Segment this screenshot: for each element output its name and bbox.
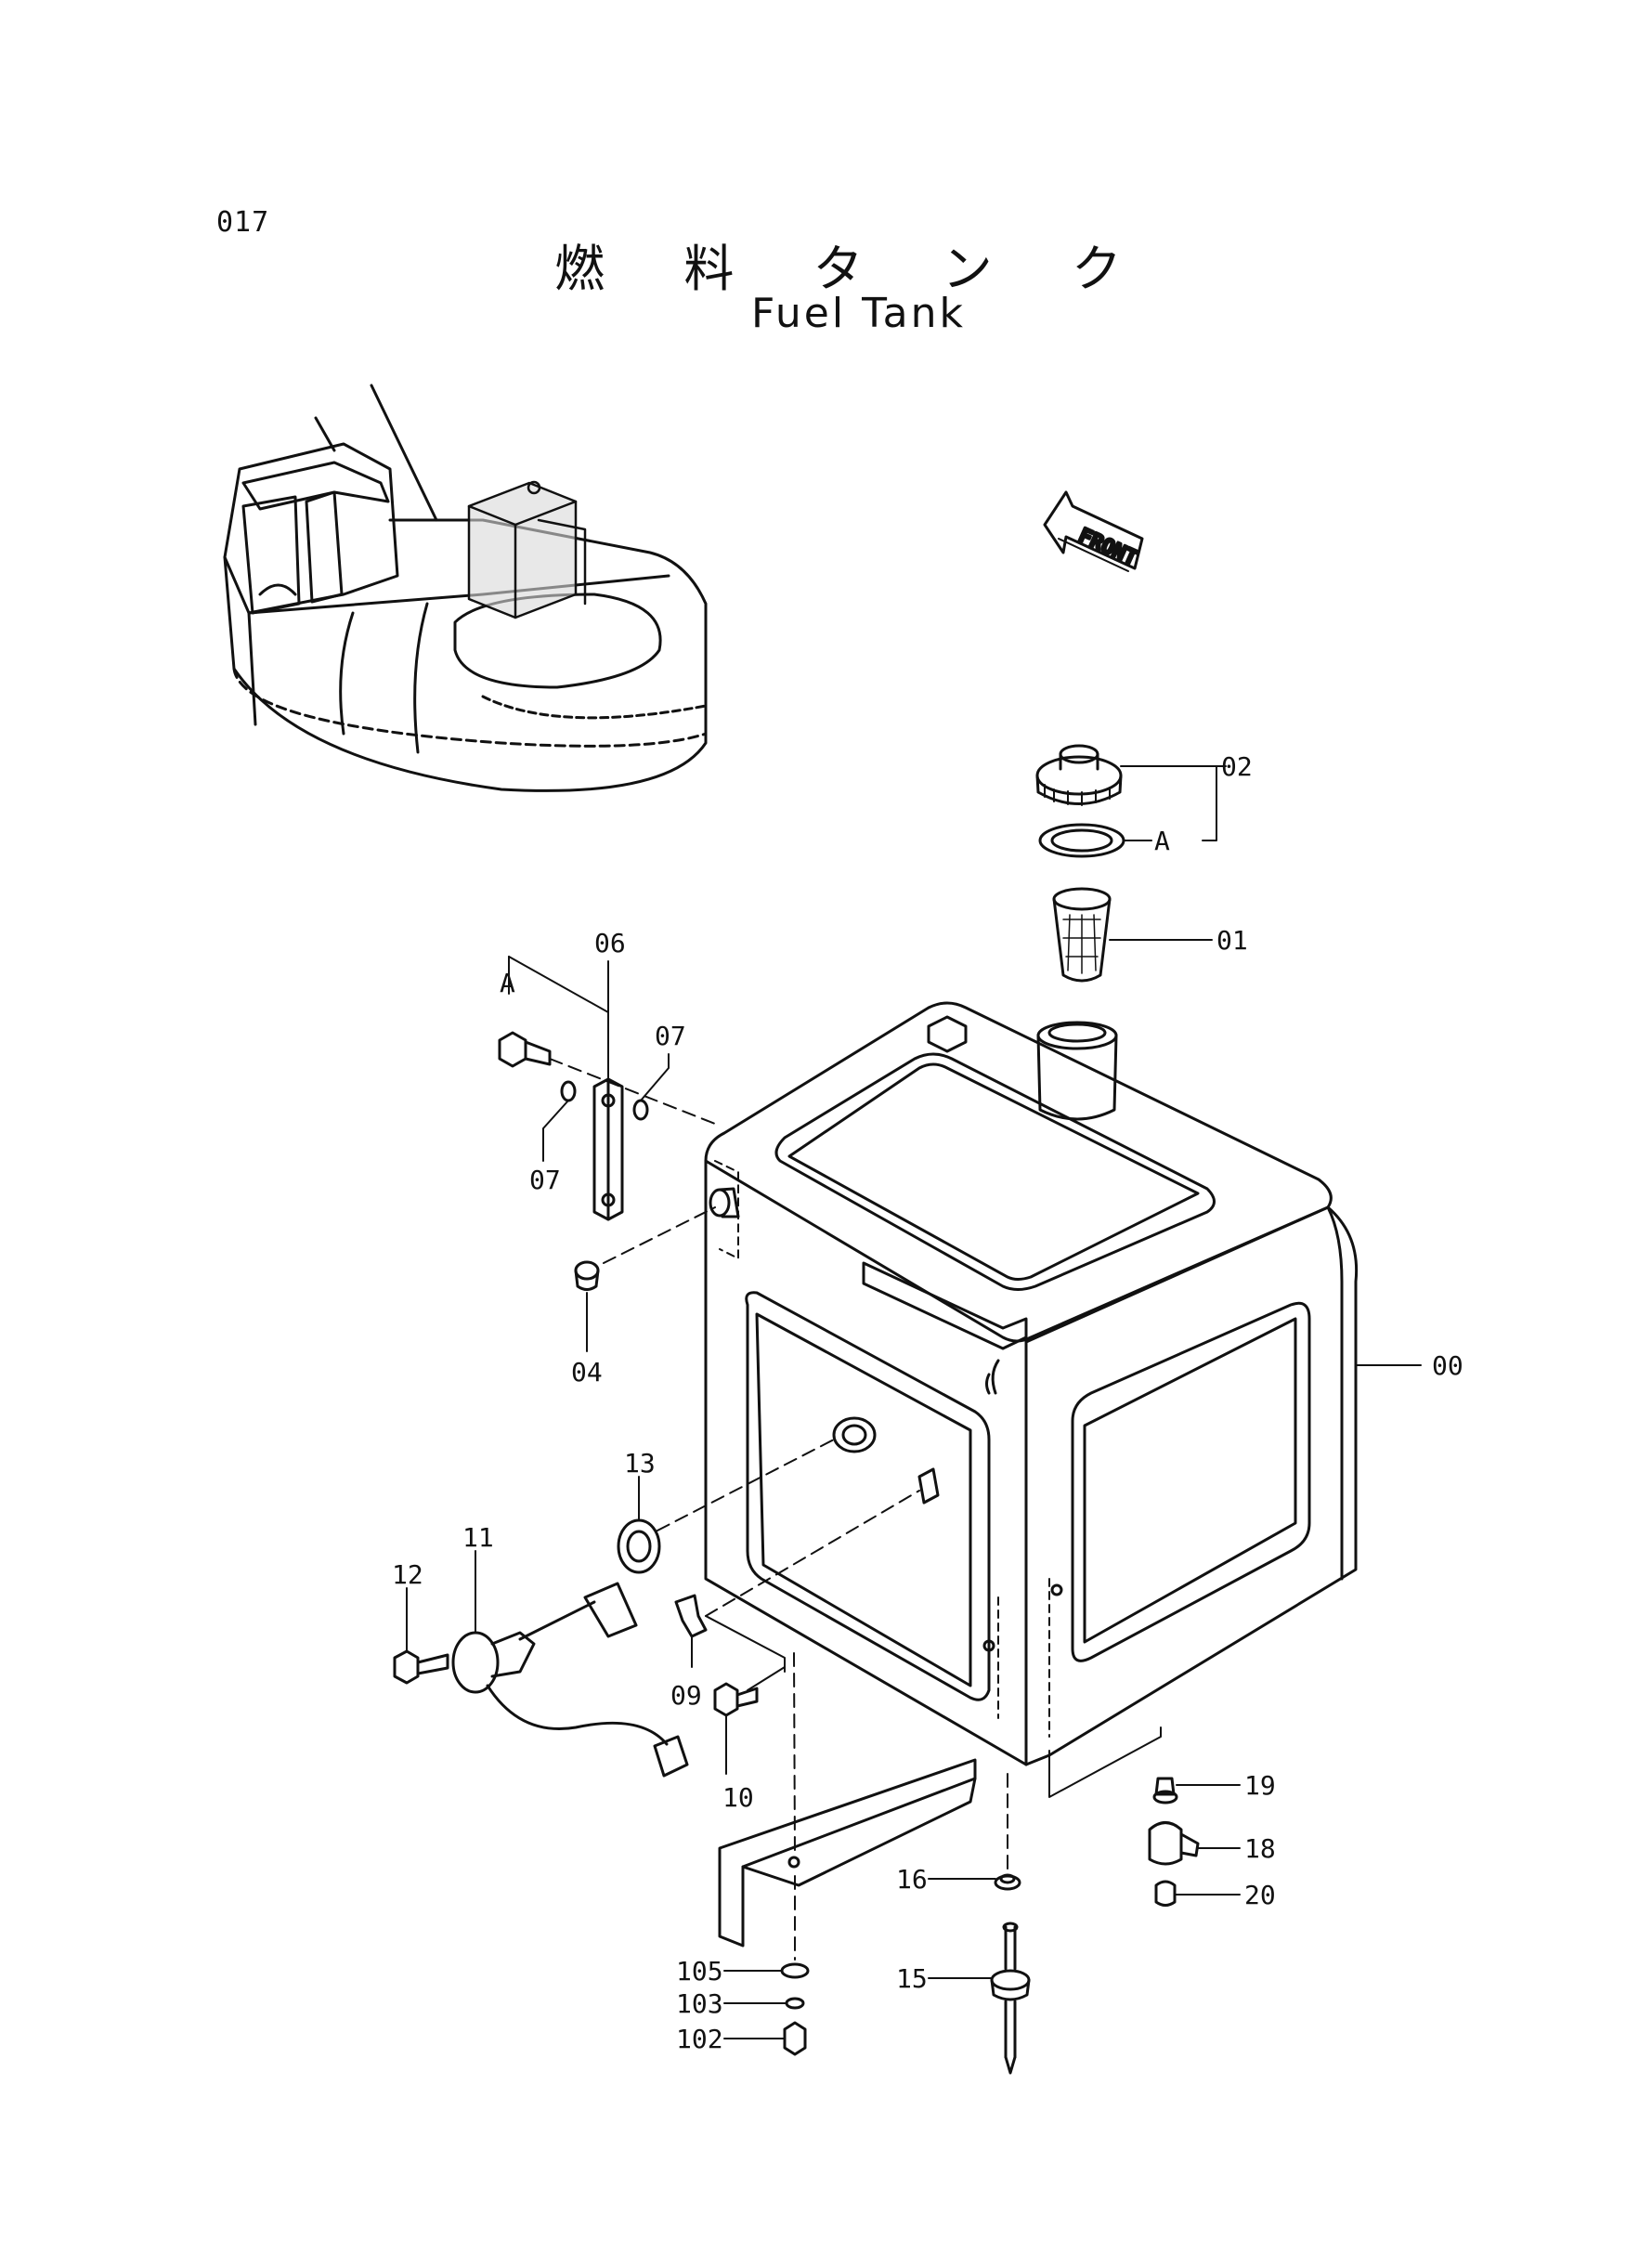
part-02-filler-cap	[1035, 744, 1123, 806]
fuel-tank-body	[704, 1001, 1359, 1766]
part-01-strainer	[1052, 887, 1112, 983]
gasket-a	[1038, 823, 1125, 858]
label-15: 15	[896, 1963, 928, 1994]
label-13: 13	[624, 1448, 656, 1479]
part-09-clip	[674, 1594, 708, 1638]
front-marker-text: FRONT	[1075, 525, 1141, 571]
label-a-left: A	[500, 968, 515, 998]
part-16-washer	[994, 1873, 1021, 1891]
part-12-bolt	[393, 1649, 449, 1685]
title-japanese: 燃 料 タ ン ク	[554, 240, 1153, 298]
label-01: 01	[1216, 925, 1248, 956]
label-16: 16	[896, 1864, 928, 1895]
label-18: 18	[1244, 1833, 1276, 1864]
label-102: 102	[676, 2024, 723, 2054]
part-07-washers	[560, 1080, 649, 1121]
part-labels: 02 A 01 00 06 A 07 07 04 13 11 12 09 10 …	[392, 751, 1463, 2054]
part-15-drain-cock	[990, 1922, 1031, 2075]
part-11-fuel-gauge-unit	[451, 1582, 689, 1778]
bolt-a	[498, 1031, 552, 1068]
page-number: 017	[216, 206, 270, 239]
part-18-valve	[1148, 1821, 1200, 1866]
label-a-right: A	[1154, 826, 1170, 856]
part-105-washer	[780, 1962, 810, 1979]
label-11: 11	[462, 1522, 494, 1553]
part-19-fitting	[1152, 1777, 1178, 1804]
part-20-plug	[1154, 1880, 1177, 1907]
part-04-plug	[574, 1260, 600, 1291]
label-105: 105	[676, 1956, 723, 1987]
front-direction-arrow: FRONT	[1043, 490, 1144, 572]
part-103-spring-washer	[785, 1997, 805, 2010]
label-02: 02	[1221, 751, 1253, 782]
label-19: 19	[1244, 1770, 1276, 1801]
label-07-top: 07	[655, 1021, 686, 1051]
label-07-bottom: 07	[529, 1165, 561, 1195]
leader-lines	[406, 765, 1422, 2039]
part-10-bolt	[713, 1682, 759, 1717]
label-00: 00	[1432, 1350, 1463, 1381]
label-04: 04	[571, 1357, 603, 1388]
excavator-locator-illustration	[223, 384, 708, 792]
label-09: 09	[670, 1680, 702, 1711]
part-102-bolt	[783, 2021, 807, 2056]
part-06-bracket	[592, 1077, 624, 1221]
label-103: 103	[676, 1988, 723, 2019]
label-10: 10	[722, 1782, 754, 1813]
label-20: 20	[1244, 1880, 1276, 1910]
title-english: Fuel Tank	[751, 290, 966, 337]
label-12: 12	[392, 1559, 423, 1590]
tank-support-strap	[718, 1758, 977, 1948]
label-06: 06	[594, 928, 626, 958]
part-13-gasket	[617, 1518, 661, 1574]
